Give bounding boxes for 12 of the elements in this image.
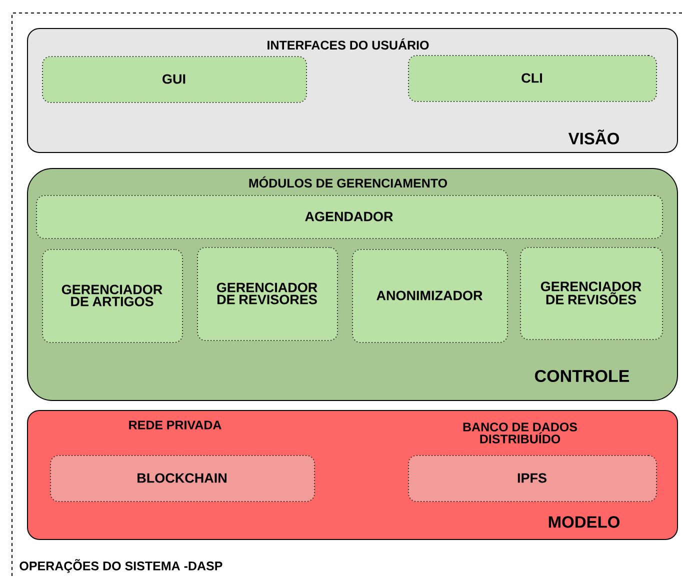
module-box: GUI <box>42 56 307 103</box>
module-box: CLI <box>408 55 657 102</box>
module-box: REDE PRIVADA BLOCKCHAIN <box>50 420 315 502</box>
module-box: BANCO DE DADOS DISTRIBUÍDO IPFS <box>408 422 657 502</box>
frame-title: OPERAÇÕES DO SISTEMA -DASP <box>20 559 222 573</box>
node-label: BANCO DE DADOS DISTRIBUÍDO <box>463 422 577 444</box>
module-box: ANONIMIZADOR <box>352 249 508 343</box>
module-box: GERENCIADOR DE ARTIGOS <box>42 249 183 343</box>
module-box: AGENDADOR <box>36 195 663 239</box>
module-box: GERENCIADOR DE REVISÕES <box>520 247 663 340</box>
module-box: GERENCIADOR DE REVISORES <box>197 247 338 341</box>
node-label: REDE PRIVADA <box>129 420 222 430</box>
